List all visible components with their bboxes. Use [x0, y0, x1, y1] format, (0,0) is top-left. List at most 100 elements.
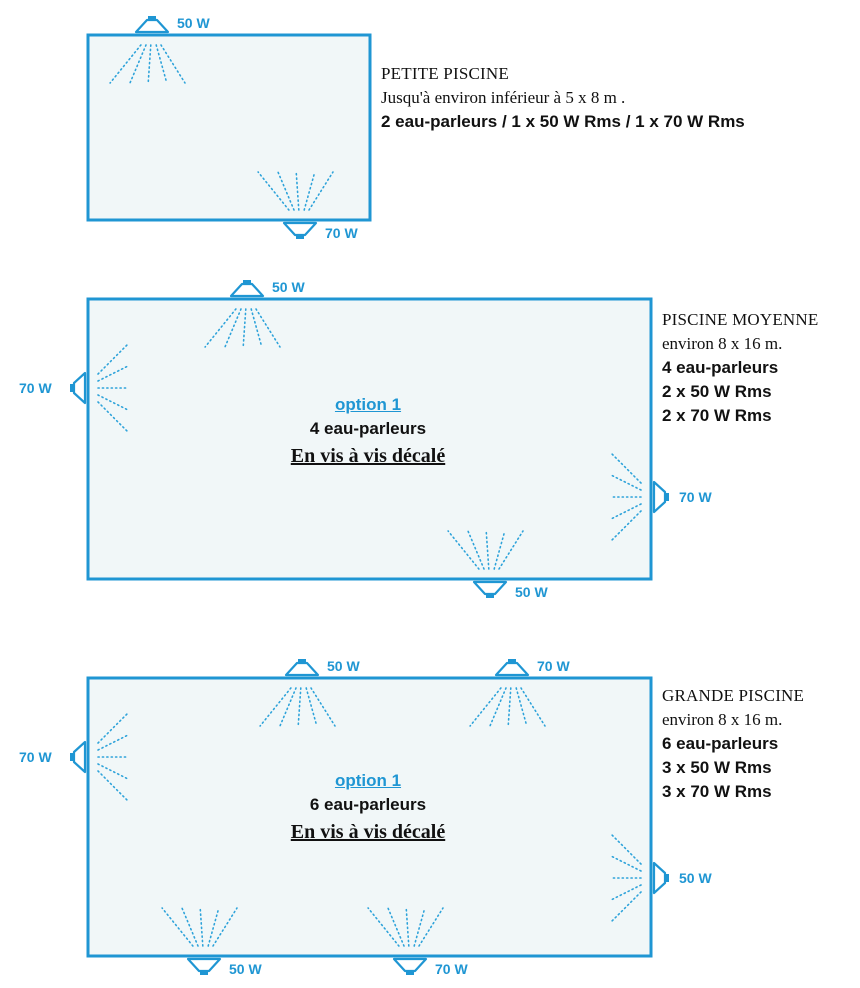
pool-large-speaker-4-icon	[652, 861, 667, 895]
pool-large-speaker-5-wave-4	[212, 907, 238, 947]
pool-small-speaker-1-wave-0	[109, 44, 142, 84]
pool-small-outline	[86, 33, 372, 222]
pool-large-description: GRANDE PISCINE environ 8 x 16 m. 6 eau-p…	[662, 684, 804, 804]
pool-medium-outline	[86, 297, 653, 581]
pool-large-speaker-1-icon	[284, 661, 320, 677]
pool-medium-subtitle: environ 8 x 16 m.	[662, 334, 783, 353]
pool-large-speaker-3-label: 70 W	[19, 749, 52, 765]
pool-small-spec: 2 eau-parleurs / 1 x 50 W Rms / 1 x 70 W…	[381, 112, 745, 131]
pool-large-title: GRANDE PISCINE	[662, 686, 805, 705]
pool-medium-speaker-4-wave-0	[447, 530, 480, 570]
pool-large-speaker-6-wave-2	[405, 907, 410, 947]
pool-large-speaker-5-wave-0	[161, 907, 194, 947]
pool-small-description: PETITE PISCINE Jusqu'à environ inférieur…	[381, 62, 745, 134]
pool-large-outline	[86, 676, 653, 958]
pool-small-speaker-1-wave-2	[147, 44, 152, 84]
pool-large-spec-count: 6 eau-parleurs	[662, 734, 779, 753]
pool-medium-speaker-2-icon	[72, 371, 87, 405]
pool-large-subtitle: environ 8 x 16 m.	[662, 710, 783, 729]
pool-small-speaker-1-cap	[148, 16, 156, 20]
pool-large-speaker-3-icon	[72, 740, 87, 774]
pool-large-speaker-1-cap	[298, 659, 306, 663]
pool-large-speaker-2-label: 70 W	[537, 658, 570, 674]
pool-large-speaker-5-label: 50 W	[229, 961, 262, 977]
pool-medium-spec-70w: 2 x 70 W Rms	[662, 406, 772, 425]
pool-large-speaker-6-wave-0	[367, 907, 400, 947]
pool-large-speaker-2-icon	[494, 661, 530, 677]
pool-small-subtitle: Jusqu'à environ inférieur à 5 x 8 m .	[381, 88, 626, 107]
pool-medium-speaker-2-wave-0	[97, 343, 129, 375]
pool-large-speaker-3-wave-1	[97, 734, 129, 751]
pool-medium-spec-count: 4 eau-parleurs	[662, 358, 779, 377]
pool-medium-option-layout: En vis à vis décalé	[290, 445, 446, 467]
pool-large-speaker-1-wave-2	[297, 687, 302, 727]
pool-large-option-layout: En vis à vis décalé	[290, 821, 446, 843]
pool-large-speaker-3-wave-3	[97, 763, 129, 780]
pool-small-speaker-2-cap	[296, 235, 304, 239]
pool-large-spec-50w: 3 x 50 W Rms	[662, 758, 772, 777]
pool-medium-speaker-3-wave-4	[610, 510, 642, 542]
pool-large-option-title: option 1	[334, 771, 402, 790]
pool-large-speaker-6-wave-4	[418, 907, 444, 947]
pool-large-speaker-2-wave-2	[507, 687, 512, 727]
pool-small-speaker-1-wave-4	[160, 44, 186, 84]
pool-large-speaker-5-wave-2	[199, 907, 204, 947]
pool-medium-option-count: 4 eau-parleurs	[309, 419, 427, 438]
pool-medium-option: option 1 4 eau-parleurs En vis à vis déc…	[188, 393, 548, 471]
pool-small-speaker-2-wave-0	[257, 171, 290, 211]
pool-medium-speaker-1-icon	[229, 282, 265, 298]
pool-medium-description: PISCINE MOYENNE environ 8 x 16 m. 4 eau-…	[662, 308, 818, 428]
pool-medium-speaker-1-label: 50 W	[272, 279, 305, 295]
pool-medium-speaker-2-cap	[70, 384, 74, 392]
pool-large-spec-70w: 3 x 70 W Rms	[662, 782, 772, 801]
pool-medium-speaker-3-wave-1	[610, 474, 642, 491]
pool-medium-speaker-3-cap	[665, 493, 669, 501]
pool-large-option-count: 6 eau-parleurs	[309, 795, 427, 814]
pool-large-speaker-6-icon	[392, 957, 428, 973]
pool-medium-speaker-1-wave-0	[204, 308, 237, 348]
pool-large-speaker-1-label: 50 W	[327, 658, 360, 674]
pool-large-speaker-2-wave-4	[520, 687, 546, 727]
pool-large-speaker-4-wave-0	[610, 833, 642, 865]
pool-large-speaker-1-wave-0	[259, 687, 292, 727]
pool-large-speaker-1-wave-4	[310, 687, 336, 727]
pool-large-speaker-3-wave-4	[97, 770, 129, 802]
pool-large-speaker-3-wave-0	[97, 712, 129, 744]
pool-small-title: PETITE PISCINE	[381, 64, 509, 83]
pool-large-speaker-4-wave-3	[610, 884, 642, 901]
pool-medium-speaker-4-icon	[472, 580, 508, 596]
pool-large-speaker-4-cap	[665, 874, 669, 882]
pool-medium-speaker-4-wave-4	[498, 530, 524, 570]
pool-large-speaker-4-wave-4	[610, 891, 642, 923]
pool-medium-speaker-2-label: 70 W	[19, 380, 52, 396]
pool-medium-speaker-2-wave-1	[97, 365, 129, 382]
pool-small-speaker-1-label: 50 W	[177, 15, 210, 31]
pool-small-speaker-2-label: 70 W	[325, 225, 358, 241]
pool-medium-speaker-3-wave-3	[610, 503, 642, 520]
pool-medium-speaker-4-cap	[486, 594, 494, 598]
pool-large-speaker-6-cap	[406, 971, 414, 975]
pool-medium-speaker-2-wave-4	[97, 401, 129, 433]
pool-medium-speaker-3-icon	[652, 480, 667, 514]
pool-large-speaker-5-cap	[200, 971, 208, 975]
pool-medium-speaker-4-wave-2	[485, 530, 490, 570]
pool-large-speaker-5-icon	[186, 957, 222, 973]
pool-medium-spec-50w: 2 x 50 W Rms	[662, 382, 772, 401]
pool-small-speaker-2-wave-2	[295, 171, 300, 211]
pool-medium-title: PISCINE MOYENNE	[662, 310, 819, 329]
pool-medium-option-title: option 1	[334, 395, 402, 414]
pool-large-speaker-2-cap	[508, 659, 516, 663]
pool-large-speaker-2-wave-0	[469, 687, 502, 727]
pool-medium-speaker-1-wave-4	[255, 308, 281, 348]
pool-small-speaker-2-icon	[282, 221, 318, 237]
pool-medium-speaker-1-cap	[243, 280, 251, 284]
pool-large-speaker-4-wave-1	[610, 855, 642, 872]
pool-medium-speaker-2-wave-3	[97, 394, 129, 411]
pool-large-speaker-6-label: 70 W	[435, 961, 468, 977]
pool-small-speaker-1-icon	[134, 18, 170, 34]
pool-large-speaker-4-label: 50 W	[679, 870, 712, 886]
pool-medium-speaker-3-label: 70 W	[679, 489, 712, 505]
pool-medium-speaker-4-label: 50 W	[515, 584, 548, 600]
pool-medium-speaker-1-wave-2	[242, 308, 247, 348]
